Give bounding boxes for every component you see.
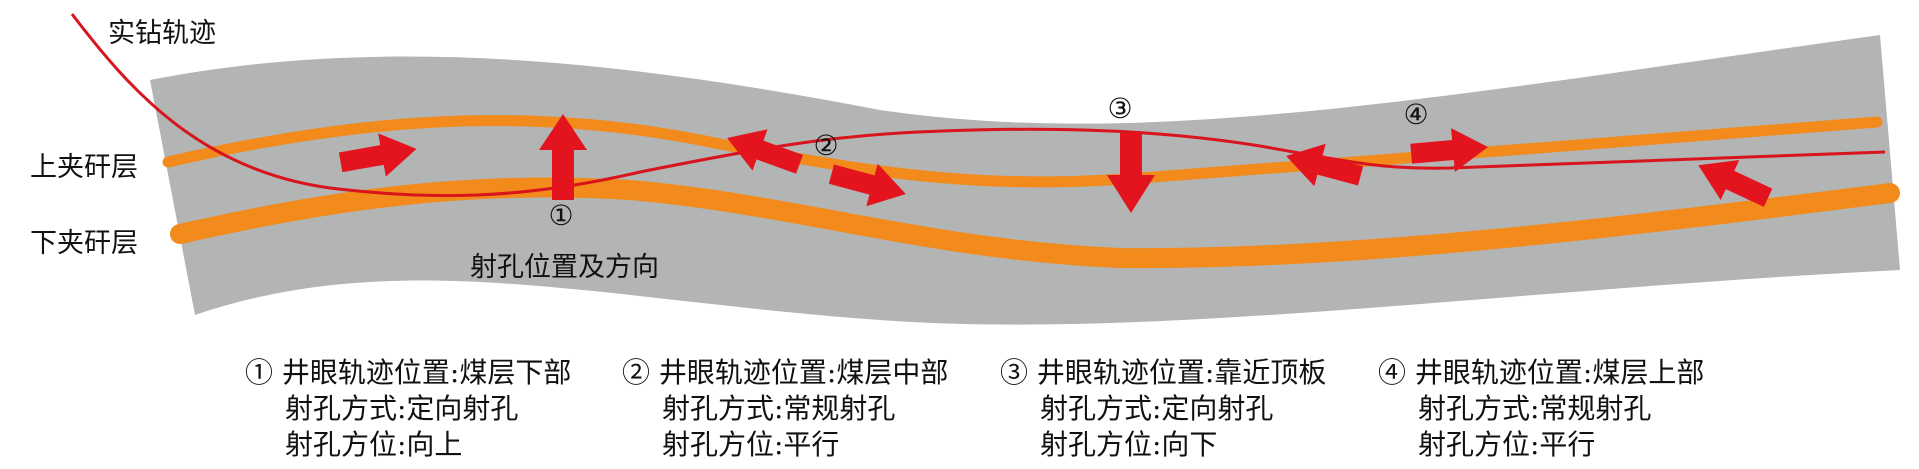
legend-note-4: ④ 井眼轨迹位置:煤层上部 射孔方式:常规射孔 射孔方位:平行	[1378, 355, 1704, 463]
note-number: ④	[1378, 356, 1407, 389]
note-line: 射孔方位:向上	[285, 428, 463, 461]
note-number: ③	[1000, 356, 1029, 389]
arrow-down	[1107, 133, 1155, 213]
legend-note-3: ③ 井眼轨迹位置:靠近顶板 射孔方式:定向射孔 射孔方位:向下	[1000, 355, 1326, 463]
arrow-parallel-3	[1286, 143, 1364, 187]
upper-parting-layer	[162, 115, 1883, 188]
lower-parting-label: 下夹矸层	[30, 228, 138, 259]
legend-note-2: ② 井眼轨迹位置:煤层中部 射孔方式:常规射孔 射孔方位:平行	[622, 355, 948, 463]
arrow-parallel-4b	[1698, 160, 1773, 207]
lower-parting-layer	[170, 177, 1900, 269]
arrow-parallel-2a	[727, 129, 803, 174]
note-number: ②	[622, 356, 651, 389]
upper-parting-label: 上夹矸层	[30, 152, 138, 183]
trajectory-label: 实钻轨迹	[108, 18, 216, 49]
note-line: 井眼轨迹位置:煤层中部	[658, 356, 949, 389]
note-line: 射孔方位:平行	[662, 428, 840, 461]
perforation-label: 射孔位置及方向	[470, 252, 659, 283]
arrow-parallel-2b	[828, 163, 906, 207]
drilled-trajectory	[70, 13, 1886, 198]
legend-note-1: ① 井眼轨迹位置:煤层下部 射孔方式:定向射孔 射孔方位:向上	[245, 355, 571, 463]
arrow-parallel-1	[338, 133, 417, 177]
note-line: 射孔方式:常规射孔	[1418, 392, 1652, 425]
note-number: ①	[245, 356, 274, 389]
marker-3: ③	[1107, 92, 1132, 125]
marker-4: ④	[1403, 98, 1428, 131]
arrow-parallel-4a	[1410, 128, 1488, 172]
note-line: 井眼轨迹位置:煤层下部	[281, 356, 572, 389]
marker-1: ①	[548, 199, 573, 232]
note-line: 射孔方式:定向射孔	[285, 392, 519, 425]
note-line: 井眼轨迹位置:煤层上部	[1414, 356, 1705, 389]
note-line: 射孔方式:定向射孔	[1040, 392, 1274, 425]
marker-2: ②	[813, 129, 838, 162]
note-line: 射孔方位:平行	[1418, 428, 1596, 461]
arrow-up	[539, 114, 587, 200]
note-line: 射孔方位:向下	[1040, 428, 1218, 461]
note-line: 射孔方式:常规射孔	[662, 392, 896, 425]
note-line: 井眼轨迹位置:靠近顶板	[1036, 356, 1327, 389]
